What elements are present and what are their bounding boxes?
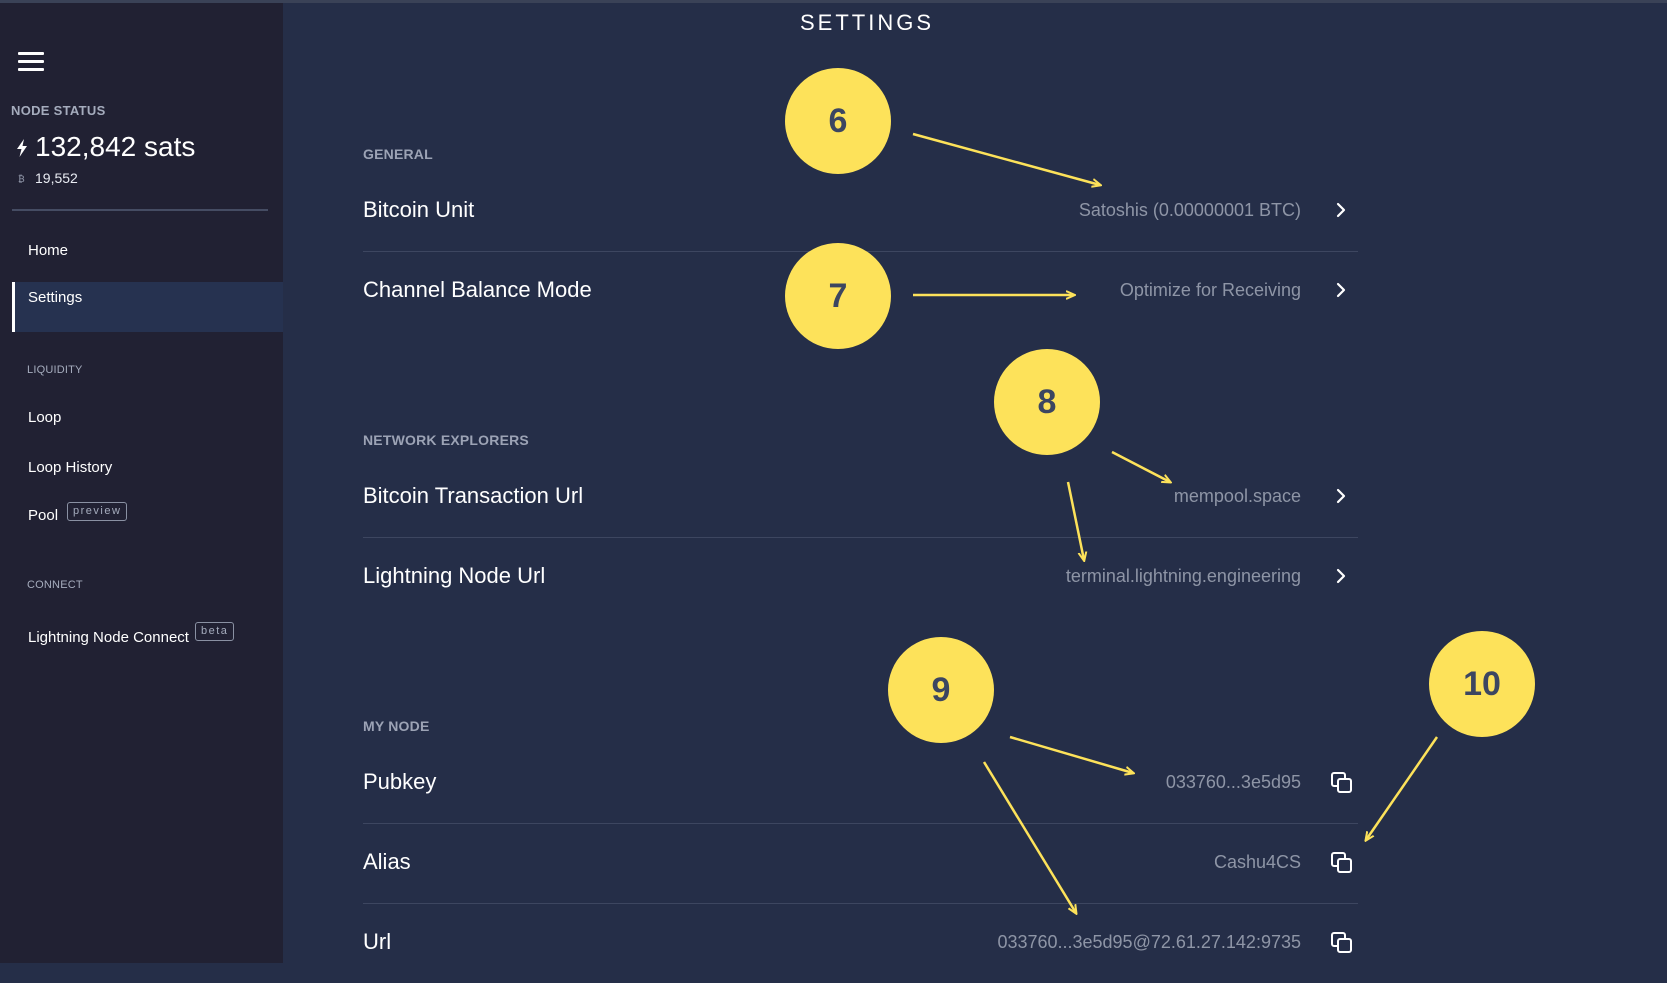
sidebar-item-loop[interactable]: Loop	[28, 409, 62, 426]
annotation-marker-7: 7	[785, 243, 891, 349]
copy-icon[interactable]	[1330, 851, 1354, 875]
liquidity-section-title: LIQUIDITY	[27, 364, 83, 376]
copy-icon[interactable]	[1330, 931, 1354, 955]
sats-balance: 132,842 sats	[35, 131, 196, 162]
setting-value: mempool.space	[1173, 486, 1301, 506]
sidebar-item-lightning-node-connect[interactable]: Lightning Node Connect	[28, 629, 189, 646]
node-label: Alias	[363, 849, 411, 874]
chevron-right-icon[interactable]	[1334, 199, 1348, 221]
setting-row-channel-balance-mode[interactable]: Channel Balance Mode Optimize for Receiv…	[363, 251, 1358, 331]
active-item-highlight	[12, 282, 283, 332]
setting-value: Satoshis (0.00000001 BTC)	[1078, 200, 1301, 220]
active-item-indicator	[12, 282, 15, 332]
node-status-title: NODE STATUS	[11, 103, 106, 118]
node-value: 033760...3e5d95	[1165, 772, 1301, 792]
bitcoin-icon: ₿	[18, 174, 25, 184]
setting-value: Optimize for Receiving	[1119, 280, 1301, 300]
my-node-section-title: MY NODE	[363, 718, 430, 734]
sidebar-item-settings[interactable]: Settings	[28, 289, 83, 306]
page-title: SETTINGS	[799, 10, 934, 35]
network-explorers-section-title: NETWORK EXPLORERS	[363, 432, 529, 448]
sidebar: NODE STATUS 132,842 sats ₿ 19,552 Home S…	[0, 3, 283, 963]
node-row-alias: Alias Cashu4CS	[363, 823, 1358, 904]
node-row-pubkey: Pubkey 033760...3e5d95	[363, 743, 1358, 824]
setting-row-bitcoin-transaction-url[interactable]: Bitcoin Transaction Url mempool.space	[363, 457, 1358, 538]
setting-label: Channel Balance Mode	[363, 277, 592, 302]
btc-balance: 19,552	[35, 170, 78, 186]
setting-value: terminal.lightning.engineering	[1065, 566, 1301, 586]
copy-icon[interactable]	[1330, 771, 1354, 795]
setting-label: Bitcoin Transaction Url	[363, 483, 584, 508]
setting-label: Lightning Node Url	[363, 563, 546, 588]
general-section-title: GENERAL	[363, 146, 433, 162]
lightning-bolt-icon	[17, 139, 27, 157]
setting-row-bitcoin-unit[interactable]: Bitcoin Unit Satoshis (0.00000001 BTC)	[363, 171, 1358, 252]
top-border	[0, 0, 1667, 3]
preview-badge: preview	[67, 502, 128, 521]
chevron-right-icon[interactable]	[1334, 565, 1348, 587]
setting-row-lightning-node-url[interactable]: Lightning Node Url terminal.lightning.en…	[363, 537, 1358, 617]
node-value: 033760...3e5d95@72.61.27.142:9735	[997, 932, 1301, 952]
sidebar-divider	[12, 209, 268, 211]
connect-section-title: CONNECT	[27, 579, 83, 591]
chevron-right-icon[interactable]	[1334, 485, 1348, 507]
sidebar-item-pool[interactable]: Pool	[28, 507, 59, 524]
node-value: Cashu4CS	[1213, 852, 1301, 872]
node-label: Url	[363, 929, 392, 954]
annotation-marker-10: 10	[1429, 631, 1535, 737]
beta-badge: beta	[195, 622, 235, 641]
menu-icon[interactable]	[18, 52, 44, 74]
node-label: Pubkey	[363, 769, 437, 794]
sidebar-item-home[interactable]: Home	[28, 242, 69, 259]
annotation-marker-6: 6	[785, 68, 891, 174]
annotation-marker-8: 8	[994, 349, 1100, 455]
annotation-marker-9: 9	[888, 637, 994, 743]
annotation-arrow	[1366, 736, 1439, 840]
setting-label: Bitcoin Unit	[363, 197, 475, 222]
sidebar-item-loop-history[interactable]: Loop History	[28, 459, 113, 476]
chevron-right-icon[interactable]	[1334, 279, 1348, 301]
node-row-url: Url 033760...3e5d95@72.61.27.142:9735	[363, 903, 1358, 983]
